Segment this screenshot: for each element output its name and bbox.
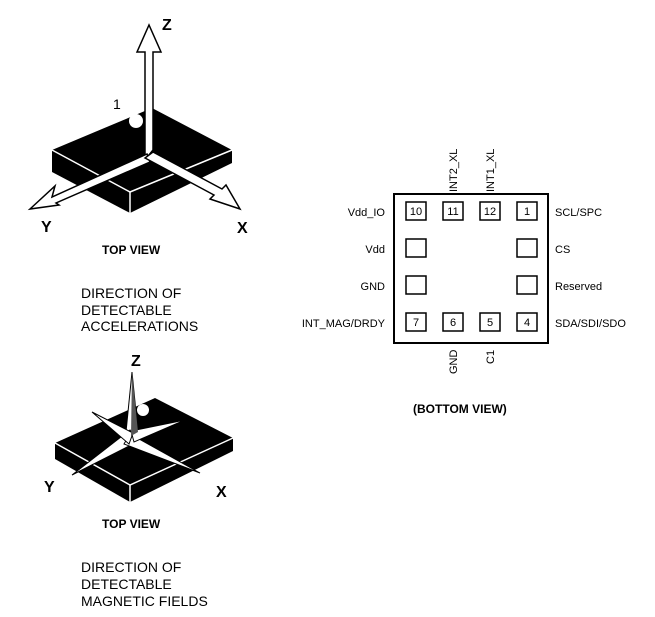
pad-4-number: 4 (524, 317, 530, 329)
pad-5: 5 (479, 312, 501, 332)
accel-y-label: Y (41, 219, 52, 236)
pin-label-gnd-bottom: GND (448, 350, 460, 375)
pin-label-int1-xl: INT1_XL (485, 149, 497, 192)
accel-z-arrow (135, 23, 163, 163)
pad-6: 6 (442, 312, 464, 332)
pin-label-vdd: Vdd (365, 244, 385, 256)
accel-z-label: Z (162, 17, 172, 34)
pad-7: 7 (405, 312, 427, 332)
mag-caption-line2: DETECTABLE (81, 576, 172, 592)
accel-x-label: X (237, 220, 248, 237)
pin-label-c1: C1 (485, 350, 497, 364)
pin-label-int-mag-drdy: INT_MAG/DRDY (302, 318, 386, 330)
pin-label-sda-sdi-sdo: SDA/SDI/SDO (555, 318, 626, 330)
pad-8 (405, 275, 427, 295)
mag-view-label: TOP VIEW (102, 517, 161, 531)
mag-neg-x-arrow (91, 411, 134, 445)
accel-pin1-dot (129, 114, 143, 128)
pad-1-number: 1 (524, 206, 530, 218)
mag-star-shadow (131, 372, 138, 436)
mag-caption-line1: DIRECTION OF (81, 559, 181, 575)
pin-label-cs: CS (555, 244, 570, 256)
mag-pin1-dot (137, 404, 149, 416)
mag-y-label: Y (44, 479, 55, 496)
pad-12: 12 (479, 201, 501, 221)
pad-1: 1 (516, 201, 538, 221)
accel-y-arrow (27, 152, 151, 211)
accel-caption-line3: ACCELERATIONS (81, 318, 198, 334)
accel-pin1-marker: 1 (113, 96, 121, 112)
pad-10-number: 10 (410, 206, 422, 218)
pin-label-vdd-io: Vdd_IO (348, 207, 386, 219)
pad-2 (516, 238, 538, 258)
pad-5-number: 5 (487, 317, 493, 329)
pad-3 (516, 275, 538, 295)
pinout-view-label: (BOTTOM VIEW) (413, 402, 507, 416)
accel-caption-line2: DETECTABLE (81, 302, 172, 318)
pad-12-number: 12 (484, 206, 496, 218)
mag-field-star (71, 371, 201, 476)
accel-x-arrow (143, 151, 242, 211)
pad-10: 10 (405, 201, 427, 221)
pad-11-number: 11 (447, 206, 458, 218)
mag-z-label: Z (131, 353, 141, 370)
pad-11: 11 (442, 201, 464, 221)
pad-6-number: 6 (450, 317, 456, 329)
mag-x-label: X (216, 484, 227, 501)
pin-label-gnd-left: GND (361, 281, 386, 293)
accel-view-label: TOP VIEW (102, 243, 161, 257)
accel-caption-line1: DIRECTION OF (81, 285, 181, 301)
mag-neg-y-arrow (130, 419, 186, 443)
pad-4: 4 (516, 312, 538, 332)
pad-9 (405, 238, 427, 258)
pin-label-reserved: Reserved (555, 281, 602, 293)
pad-7-number: 7 (413, 317, 419, 329)
pin-label-scl-spc: SCL/SPC (555, 207, 602, 219)
mag-caption-line3: MAGNETIC FIELDS (81, 593, 208, 609)
pin-label-int2-xl: INT2_XL (448, 149, 460, 192)
